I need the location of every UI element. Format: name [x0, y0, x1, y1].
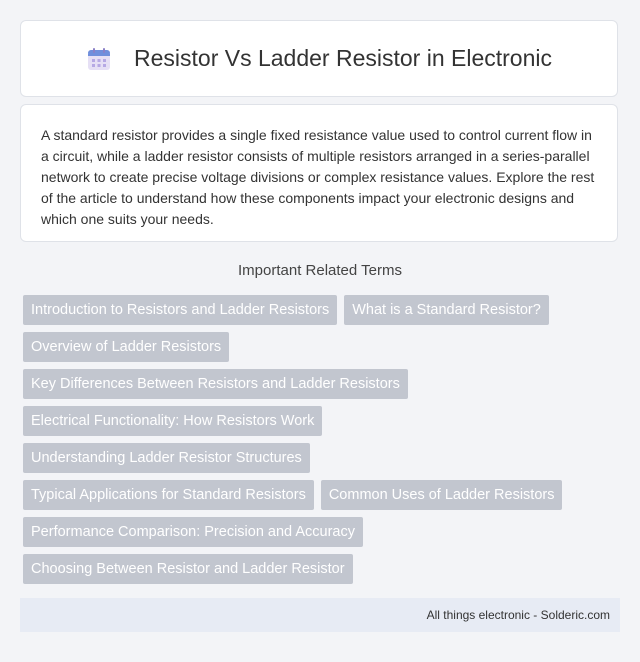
tag-row: Choosing Between Resistor and Ladder Res… [23, 554, 623, 584]
tag-row: Introduction to Resistors and Ladder Res… [23, 295, 623, 325]
tag-item[interactable]: Typical Applications for Standard Resist… [23, 480, 314, 510]
tag-item[interactable]: Key Differences Between Resistors and La… [23, 369, 408, 399]
intro-text: A standard resistor provides a single fi… [41, 127, 595, 227]
related-terms-heading: Important Related Terms [238, 262, 402, 279]
tag-item[interactable]: Electrical Functionality: How Resistors … [23, 406, 323, 436]
tag-row: Key Differences Between Resistors and La… [23, 369, 623, 399]
tag-item[interactable]: Common Uses of Ladder Resistors [320, 480, 563, 510]
title-card: Resistor Vs Ladder Resistor in Electroni… [20, 20, 618, 97]
intro-card: A standard resistor provides a single fi… [20, 104, 618, 242]
tag-item[interactable]: What is a Standard Resistor? [344, 295, 549, 325]
tag-item[interactable]: Introduction to Resistors and Ladder Res… [23, 295, 338, 325]
footer-text[interactable]: All things electronic - Solderic.com [426, 608, 610, 622]
tag-item[interactable]: Understanding Ladder Resistor Structures [23, 443, 310, 473]
calendar-icon [86, 46, 112, 72]
related-terms-list: Introduction to Resistors and Ladder Res… [23, 295, 623, 591]
tag-item[interactable]: Choosing Between Resistor and Ladder Res… [23, 554, 353, 584]
page-title: Resistor Vs Ladder Resistor in Electroni… [134, 45, 552, 71]
tag-row: Electrical Functionality: How Resistors … [23, 406, 623, 436]
footer: All things electronic - Solderic.com [20, 598, 620, 632]
tag-item[interactable]: Overview of Ladder Resistors [23, 332, 230, 362]
tag-row: Understanding Ladder Resistor Structures [23, 443, 623, 473]
tag-row: Overview of Ladder Resistors [23, 332, 623, 362]
tag-row: Performance Comparison: Precision and Ac… [23, 517, 623, 547]
tag-item[interactable]: Performance Comparison: Precision and Ac… [23, 517, 363, 547]
tag-row: Typical Applications for Standard Resist… [23, 480, 623, 510]
